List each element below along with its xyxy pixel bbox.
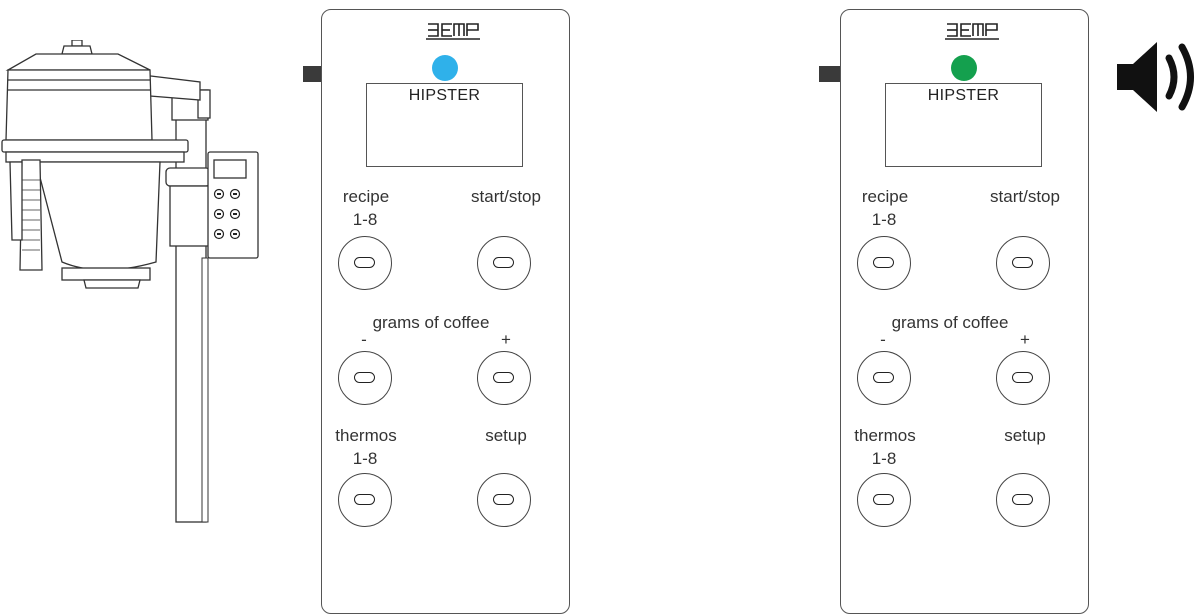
thermos-label: thermos	[854, 426, 916, 445]
setup-button[interactable]	[477, 473, 531, 527]
recipe-label: recipe	[861, 187, 909, 206]
setup-label: setup	[1004, 426, 1046, 445]
recipe-button[interactable]	[857, 236, 911, 290]
start-stop-label: start/stop	[990, 187, 1060, 206]
grams-plus-button[interactable]	[477, 351, 531, 405]
grams-plus-button[interactable]	[996, 351, 1050, 405]
start-stop-button[interactable]	[996, 236, 1050, 290]
plus-label: +	[501, 330, 511, 349]
button-slot-icon	[354, 494, 375, 505]
bemp-logo	[426, 23, 480, 40]
status-led	[951, 55, 977, 81]
status-led	[432, 55, 458, 81]
button-slot-icon	[873, 494, 894, 505]
start-stop-label: start/stop	[471, 187, 541, 206]
recipe-range-label: 1-8	[352, 210, 378, 229]
button-slot-icon	[493, 494, 514, 505]
speaker-sound-icon	[1117, 42, 1194, 112]
recipe-button[interactable]	[338, 236, 392, 290]
bemp-logo	[945, 23, 999, 40]
button-slot-icon	[493, 372, 514, 383]
control-panel-left: HIPSTER recipe 1-8 start/stop grams of c…	[321, 9, 570, 614]
grams-minus-button[interactable]	[338, 351, 392, 405]
thermos-label: thermos	[335, 426, 397, 445]
minus-label: -	[361, 330, 367, 349]
recipe-label: recipe	[342, 187, 390, 206]
button-slot-icon	[873, 372, 894, 383]
recipe-range-label: 1-8	[871, 210, 897, 229]
minus-label: -	[880, 330, 886, 349]
grams-of-coffee-label: grams of coffee	[372, 313, 490, 332]
grams-minus-button[interactable]	[857, 351, 911, 405]
lcd-display: HIPSTER	[366, 83, 523, 167]
thermos-range-label: 1-8	[352, 449, 378, 468]
thermos-button[interactable]	[857, 473, 911, 527]
setup-button[interactable]	[996, 473, 1050, 527]
button-slot-icon	[1012, 494, 1033, 505]
display-text: HIPSTER	[927, 87, 1000, 104]
brewing-machine-illustration	[1, 40, 259, 523]
plus-label: +	[1020, 330, 1030, 349]
button-slot-icon	[493, 257, 514, 268]
display-text: HIPSTER	[408, 87, 481, 104]
thermos-button[interactable]	[338, 473, 392, 527]
grams-of-coffee-label: grams of coffee	[891, 313, 1009, 332]
start-stop-button[interactable]	[477, 236, 531, 290]
thermos-range-label: 1-8	[871, 449, 897, 468]
button-slot-icon	[1012, 257, 1033, 268]
button-slot-icon	[1012, 372, 1033, 383]
setup-label: setup	[485, 426, 527, 445]
button-slot-icon	[354, 372, 375, 383]
control-panel-right: HIPSTER recipe 1-8 start/stop grams of c…	[840, 9, 1089, 614]
button-slot-icon	[354, 257, 375, 268]
button-slot-icon	[873, 257, 894, 268]
lcd-display: HIPSTER	[885, 83, 1042, 167]
